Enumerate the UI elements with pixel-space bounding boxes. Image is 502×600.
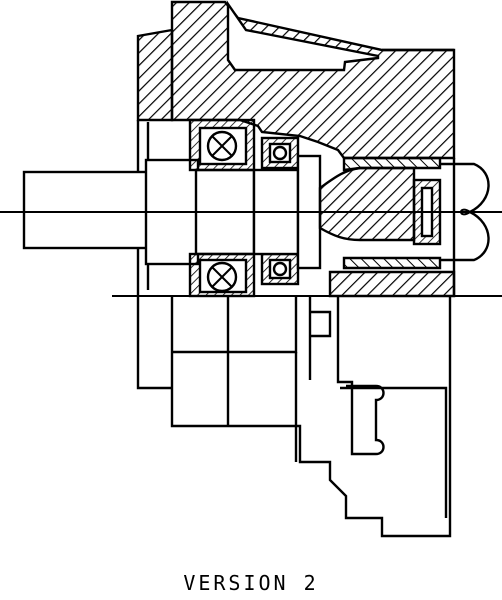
bearing2-ball-upper [272,145,288,161]
housing-lower [328,270,456,298]
housing-cavity [226,0,380,72]
lower-body-inner [172,296,298,354]
bearing2-ball-lower [272,261,288,277]
coupling-sleeve-lower [342,256,442,270]
coupling-section [318,166,416,242]
housing-flange [136,28,174,122]
lower-body [170,296,452,538]
lower-panel [336,296,385,456]
input-shaft [22,170,150,250]
coupling-sleeve [342,156,442,172]
lower-cover [340,386,448,518]
drawing-caption: VERSION 2 [183,571,319,595]
